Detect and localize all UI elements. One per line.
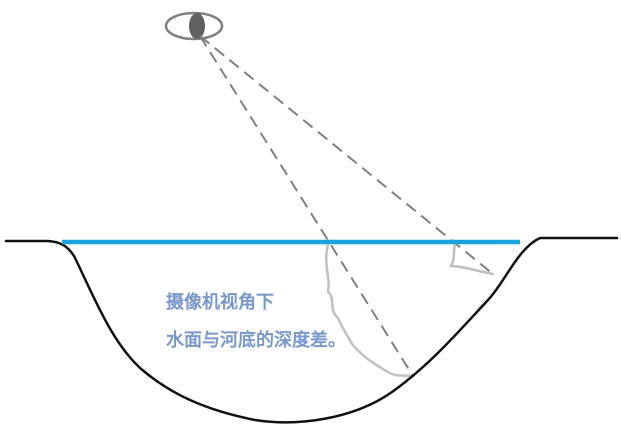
sight-line-far [199, 35, 494, 275]
riverbed-profile [4, 236, 619, 424]
caption-line-1: 摄像机视角下 [166, 292, 274, 313]
caption-line-2: 水面与河底的深度差。 [166, 330, 346, 351]
camera-icon [164, 11, 224, 41]
sight-line-near [199, 35, 414, 377]
refraction-curve-far [448, 240, 495, 276]
refraction-curve-near [325, 240, 415, 378]
